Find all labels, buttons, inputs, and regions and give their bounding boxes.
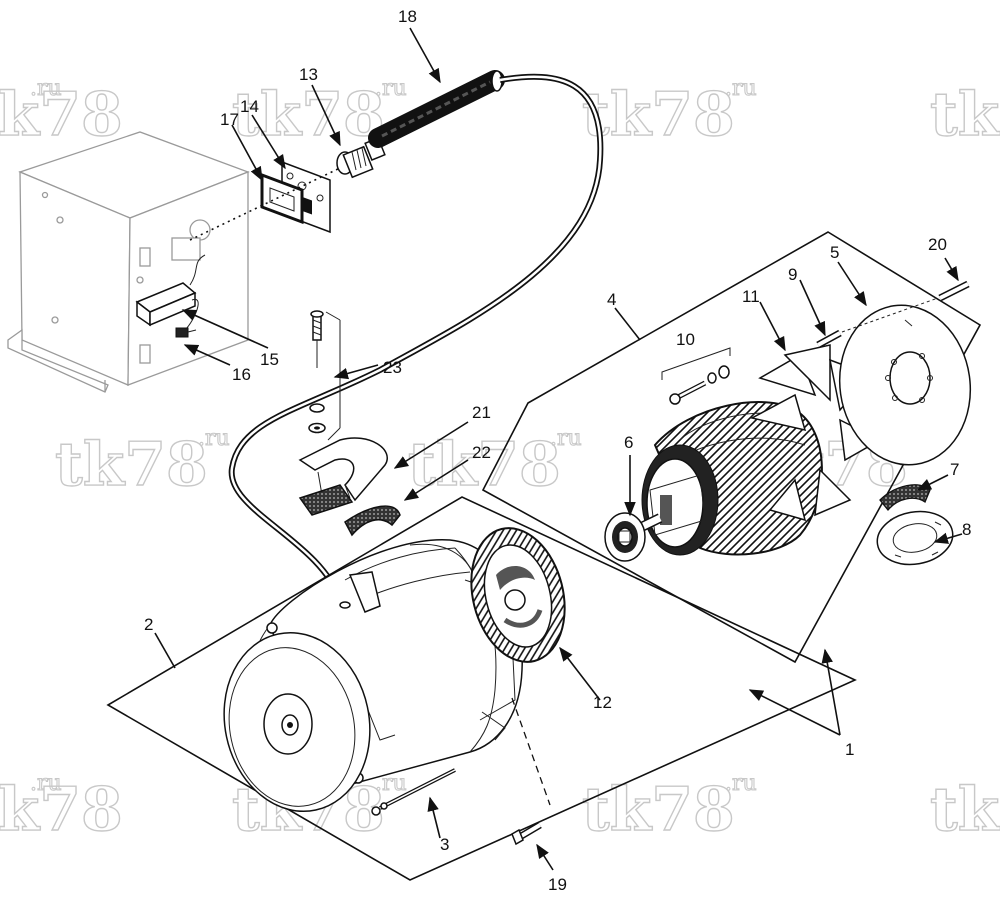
watermark-text: tk78 xyxy=(0,80,123,150)
callout-10: 10 xyxy=(676,330,695,349)
callout-17: 17 xyxy=(220,110,239,129)
callout-2: 2 xyxy=(144,615,153,634)
callout-12: 12 xyxy=(593,693,612,712)
callout-23: 23 xyxy=(383,358,402,377)
rotor-shaft-bearing xyxy=(604,512,663,562)
callout-4: 4 xyxy=(607,290,616,309)
callout-20: 20 xyxy=(928,235,947,254)
rotor-core xyxy=(641,401,823,556)
watermark-text: tk78 xyxy=(930,775,1000,845)
callout-6: 6 xyxy=(624,433,633,452)
callout-1: 1 xyxy=(845,740,854,759)
screw-washer-set xyxy=(308,310,341,441)
callout-15: 15 xyxy=(260,350,279,369)
callout-21: 21 xyxy=(472,403,491,422)
watermark-text: tk78 xyxy=(232,80,385,150)
watermark-suffix: .ru xyxy=(30,76,62,101)
callout-11: 11 xyxy=(742,287,760,306)
watermark-suffix: .ru xyxy=(725,771,757,796)
rotor-assembly-frame xyxy=(481,231,982,664)
watermark-text: tk78 xyxy=(582,775,735,845)
cable-sleeve xyxy=(368,70,505,148)
terminal-block xyxy=(135,254,206,331)
callout-8: 8 xyxy=(962,520,971,539)
callout-3: 3 xyxy=(440,835,449,854)
exciter-ring xyxy=(470,527,566,663)
shim-plate xyxy=(876,484,954,566)
insulation-pad xyxy=(298,484,401,537)
callout-16: 16 xyxy=(232,365,251,384)
wire-connector xyxy=(175,327,197,338)
power-cable xyxy=(228,73,604,601)
callout-labels: 18 13 14 17 15 16 23 21 22 2 12 3 19 1 4… xyxy=(144,7,971,894)
callout-14: 14 xyxy=(240,97,259,116)
watermark-text: tk78 xyxy=(930,80,1000,150)
callout-7: 7 xyxy=(950,460,959,479)
end-bell xyxy=(223,631,371,813)
watermark-text: tk78 xyxy=(408,430,561,500)
watermark-text: tk78 xyxy=(0,775,123,845)
assembly-dotted-line xyxy=(189,167,341,241)
bolt-washer-set xyxy=(661,347,731,405)
through-bolt xyxy=(371,768,456,816)
watermark-suffix: .ru xyxy=(30,771,62,796)
callout-9: 9 xyxy=(788,265,797,284)
callout-18: 18 xyxy=(398,7,417,26)
control-box xyxy=(7,131,250,393)
leader-lines xyxy=(154,27,963,871)
watermark-suffix: .ru xyxy=(550,426,582,451)
callout-22: 22 xyxy=(472,443,491,462)
callout-13: 13 xyxy=(299,65,318,84)
dowel-pin xyxy=(816,280,970,349)
drive-disk xyxy=(838,304,972,466)
watermark-suffix: .ru xyxy=(198,426,230,451)
mounting-bolt xyxy=(511,697,551,846)
watermark-text: tk78 xyxy=(55,430,208,500)
callout-5: 5 xyxy=(830,243,839,262)
watermark-text: tk78 xyxy=(582,80,735,150)
watermark-suffix: .ru xyxy=(725,76,757,101)
watermark-suffix: .ru xyxy=(375,76,407,101)
callout-19: 19 xyxy=(548,875,567,894)
gasket xyxy=(260,172,304,225)
stator-assembly-frame xyxy=(106,496,857,881)
